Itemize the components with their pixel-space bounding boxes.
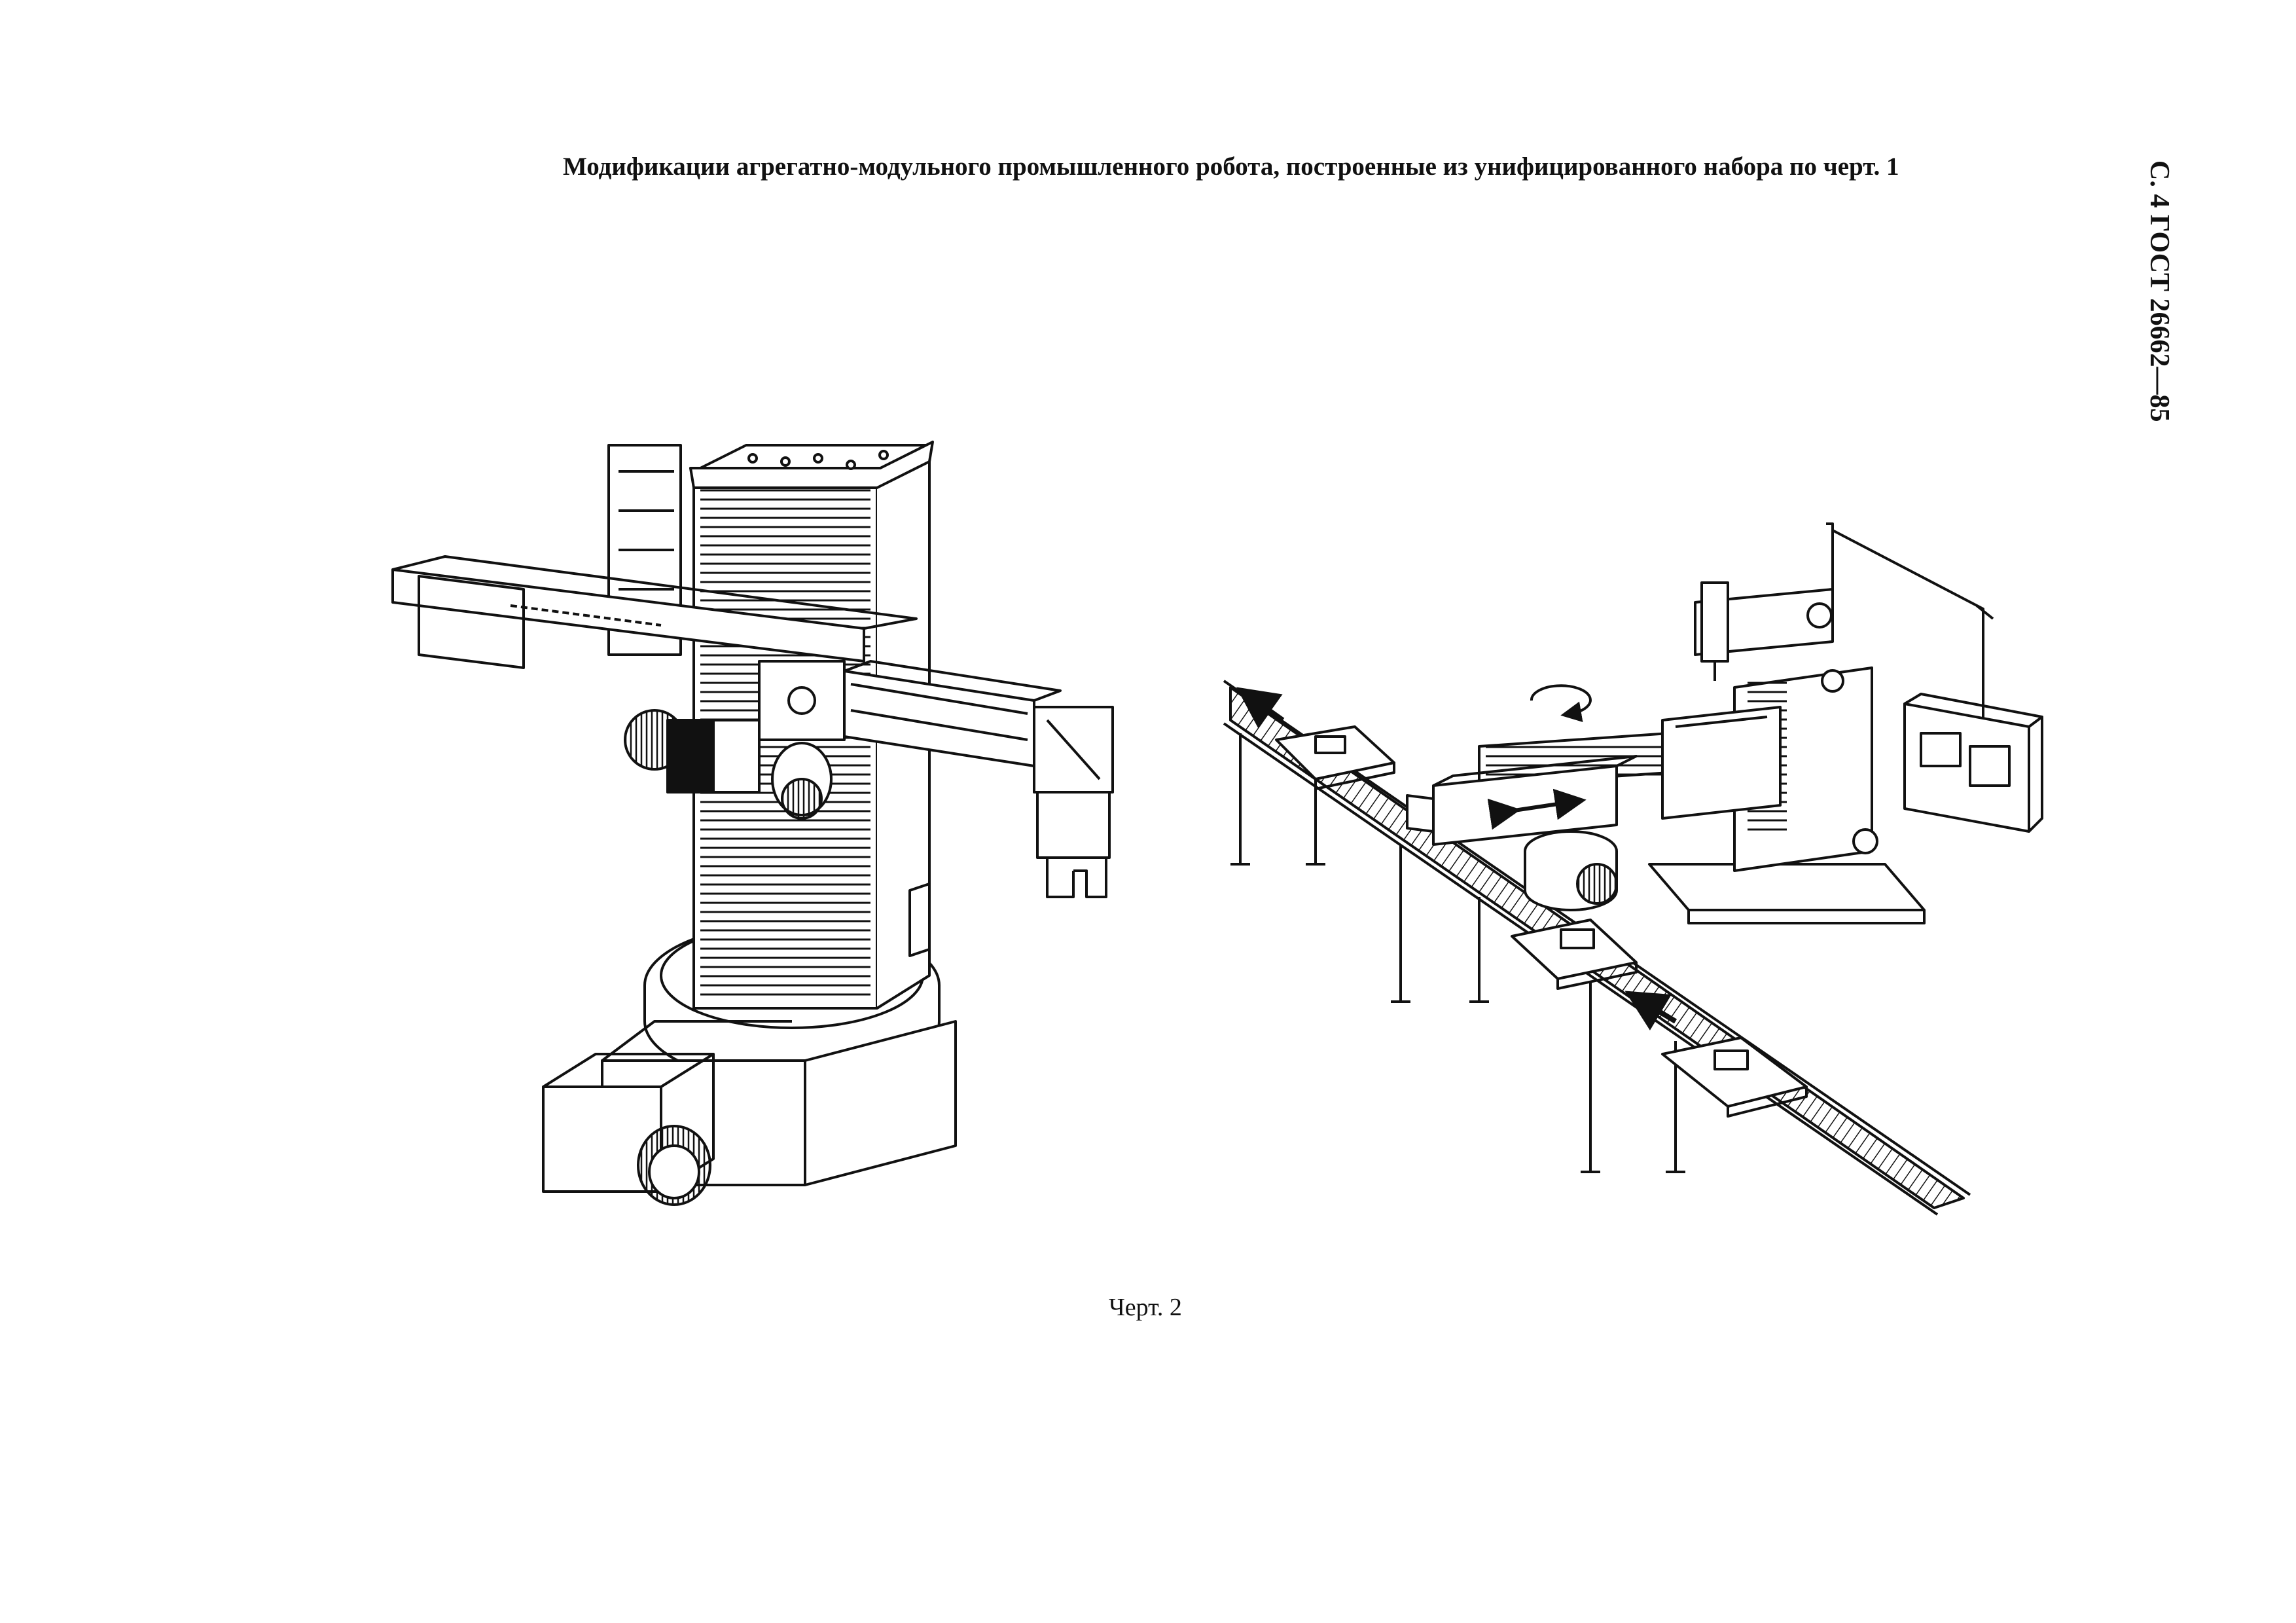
column-robot-illustration: [393, 442, 1113, 1205]
figure-caption: Черт. 2: [1109, 1294, 1182, 1321]
pallet-1: [1276, 727, 1394, 789]
flow-arrow-icon: [1236, 687, 1283, 729]
conveyor-line-illustration: [1224, 524, 2042, 1214]
reciprocation-arrow-icon: [1487, 788, 1587, 830]
rotation-arrow-icon: [1532, 685, 1590, 723]
page-title: Модификации агрегатно-модульного промышл…: [563, 153, 1899, 181]
pallet-2: [1512, 920, 1636, 989]
flow-arrow-icon: [1624, 991, 1676, 1030]
pallet-3: [1662, 1038, 1806, 1116]
